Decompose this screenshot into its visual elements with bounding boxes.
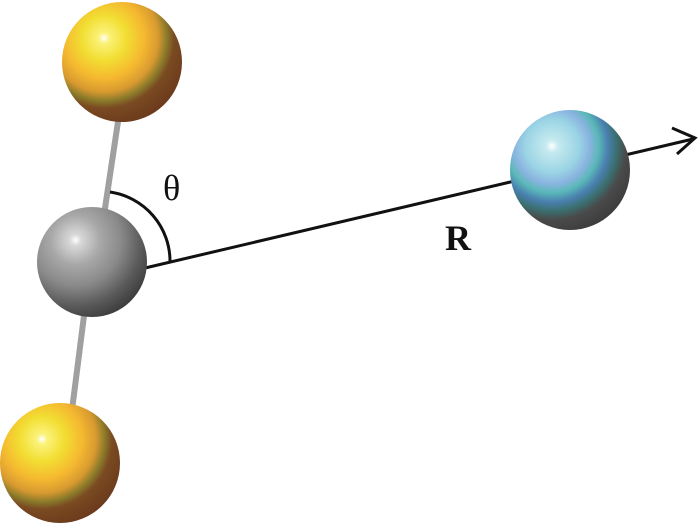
center-atom xyxy=(37,207,147,317)
vector-label: R xyxy=(445,218,472,258)
bottom-bond xyxy=(69,297,89,413)
bottom-atom xyxy=(0,403,120,523)
top-atom xyxy=(62,2,182,122)
angle-label: θ xyxy=(163,168,180,208)
projectile-atom xyxy=(510,110,630,230)
top-bond xyxy=(101,112,122,218)
arrowhead-icon xyxy=(671,126,698,156)
angle-arc xyxy=(109,190,172,263)
